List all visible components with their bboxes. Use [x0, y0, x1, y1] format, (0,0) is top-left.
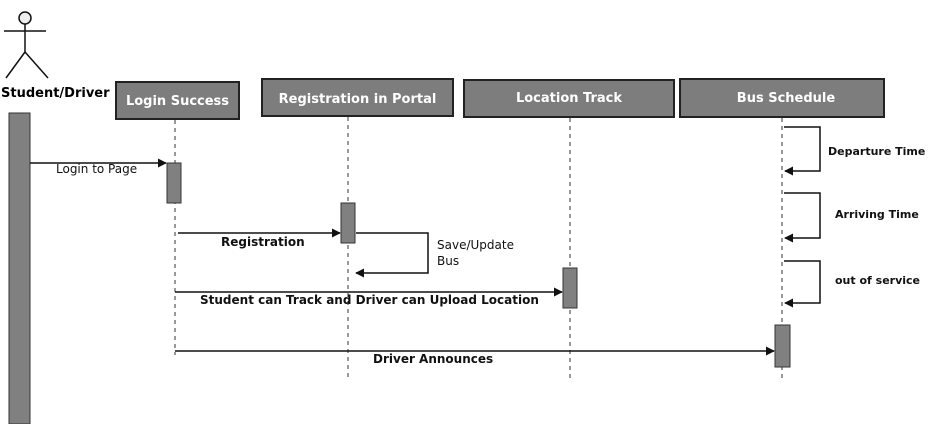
- lifeline-label-schedule: Bus Schedule: [737, 91, 836, 106]
- actor-right-leg: [24, 51, 49, 79]
- actor-activation-bar: [8, 112, 31, 424]
- message-label-save-update-line1: Save/Update: [437, 238, 514, 252]
- lifeline-box-registration: [261, 78, 454, 117]
- self-message-label-arriving: Arriving Time: [835, 208, 919, 221]
- message-label-registration: Registration: [221, 235, 305, 249]
- activation-bar-registration: [340, 202, 356, 244]
- message-label-driver-announces: Driver Announces: [373, 352, 493, 366]
- activation-bar-location: [562, 267, 578, 309]
- actor-figure: [4, 11, 49, 79]
- self-message-arrow-arriving: [784, 192, 821, 243]
- lifeline-box-schedule: [679, 78, 885, 118]
- self-message-arrow-departure: [784, 126, 821, 176]
- self-message-label-out-of-service: out of service: [835, 274, 920, 287]
- self-message-label-departure: Departure Time: [828, 145, 925, 158]
- lifeline-box-location: [463, 79, 675, 118]
- message-arrow-save-update: [355, 232, 429, 278]
- lifeline-box-login: [115, 81, 240, 120]
- message-label-login: Login to Page: [56, 162, 137, 176]
- lifeline-label-location: Location Track: [516, 91, 622, 106]
- activation-bar-schedule: [774, 324, 791, 368]
- message-label-track-upload: Student can Track and Driver can Upload …: [200, 293, 539, 307]
- activation-bar-login: [166, 162, 182, 204]
- self-message-arrow-out-of-service: [784, 260, 821, 308]
- actor-label: Student/Driver: [1, 86, 110, 101]
- actor-left-leg: [5, 51, 26, 79]
- lifeline-label-registration: Registration in Portal: [279, 92, 437, 107]
- actor-head: [18, 11, 32, 25]
- lifeline-label-login: Login Success: [126, 94, 229, 109]
- message-label-save-update-line2: Bus: [437, 254, 459, 268]
